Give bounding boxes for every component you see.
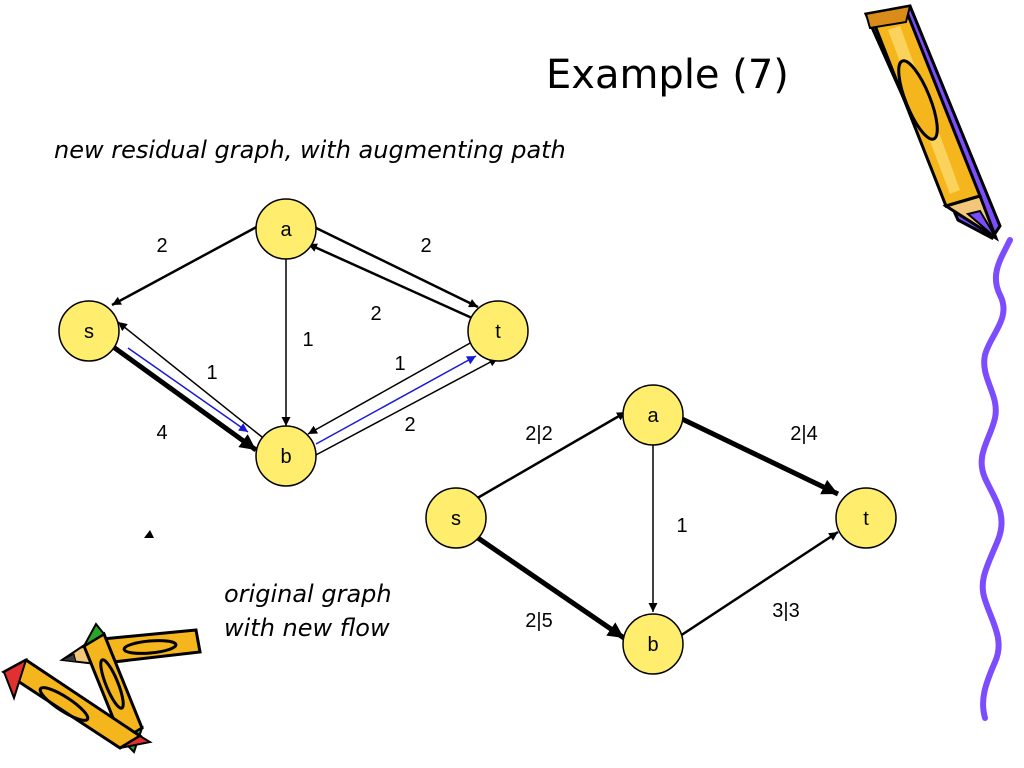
pencil-clipart-icon <box>863 4 1002 242</box>
residual-edge-b-s <box>117 321 263 438</box>
stray-mark-icon <box>144 530 154 538</box>
flow-edge-s-b <box>476 535 626 641</box>
svg-text:s: s <box>84 321 94 343</box>
flow-graph-caption-line2: with new flow <box>224 614 390 642</box>
flow-node-b: b <box>622 613 684 675</box>
flow-graph-caption-line1: original graph <box>224 580 392 608</box>
residual-graph: 2 2 2 1 1 4 1 2 a s t b <box>58 198 529 487</box>
residual-node-s: s <box>58 300 120 362</box>
svg-text:a: a <box>280 219 292 241</box>
residual-label-t-b: 2 <box>404 414 415 436</box>
svg-text:t: t <box>495 321 501 343</box>
residual-node-b: b <box>255 425 317 487</box>
flow-node-a: a <box>622 384 684 446</box>
residual-graph-caption: new residual graph, with augmenting path <box>54 136 566 164</box>
flow-edge-s-a <box>473 410 627 502</box>
svg-text:a: a <box>647 405 659 427</box>
flow-label-a-b: 1 <box>676 515 687 537</box>
flow-label-s-a: 2|2 <box>525 423 552 445</box>
flow-node-s: s <box>425 487 487 549</box>
residual-label-a-b: 1 <box>302 329 313 351</box>
augmenting-path-s-b <box>127 347 249 433</box>
residual-label-s-b: 4 <box>156 422 167 444</box>
augmenting-path-b-t <box>315 355 477 445</box>
residual-label-b-s: 1 <box>206 362 217 384</box>
svg-text:b: b <box>280 446 291 468</box>
flow-node-t: t <box>835 487 897 549</box>
residual-node-t: t <box>467 300 529 362</box>
svg-text:t: t <box>863 508 869 530</box>
flow-label-b-t: 3|3 <box>772 600 799 622</box>
residual-edge-t-a <box>307 242 473 320</box>
flow-graph: 2|2 2|4 1 2|5 3|3 a s t b <box>425 384 897 675</box>
flow-label-s-b: 2|5 <box>525 610 552 632</box>
svg-text:b: b <box>647 634 658 656</box>
residual-label-b-t: 1 <box>394 353 405 375</box>
residual-edge-s-b <box>110 343 258 453</box>
flow-edge-a-t <box>678 415 840 497</box>
wavy-border-decoration-icon <box>978 237 1013 721</box>
residual-label-t-a: 2 <box>370 303 381 325</box>
slide-title: Example (7) <box>546 52 789 98</box>
residual-label-a-t: 2 <box>420 235 431 257</box>
flow-label-a-t: 2|4 <box>790 423 817 445</box>
svg-text:s: s <box>451 508 461 530</box>
residual-edge-b-t <box>313 357 499 457</box>
residual-edge-t-b <box>307 341 473 435</box>
residual-label-a-s: 2 <box>156 235 167 257</box>
flow-edge-b-t <box>679 530 839 638</box>
residual-node-a: a <box>255 198 317 260</box>
residual-edge-a-t <box>311 224 479 309</box>
crossed-pencils-clipart-icon <box>1 622 202 754</box>
residual-edge-a-s <box>111 222 263 307</box>
